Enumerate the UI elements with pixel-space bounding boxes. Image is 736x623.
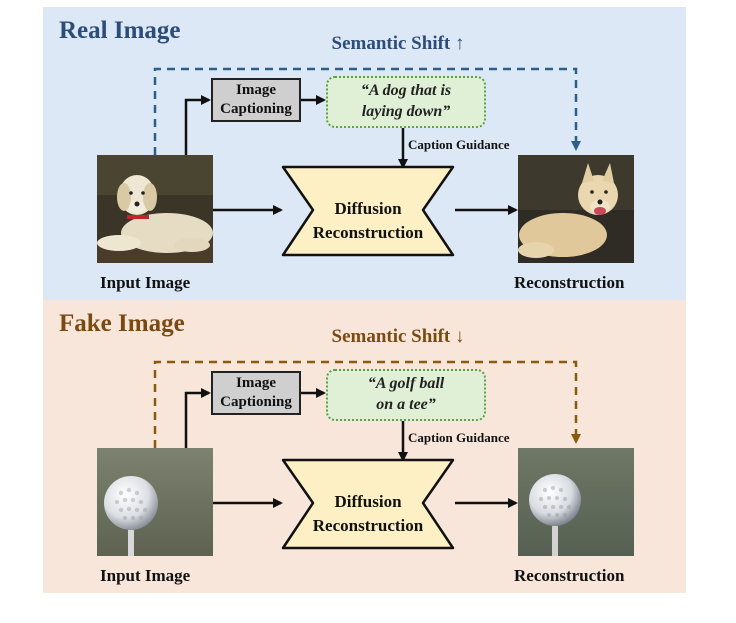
diffusion-label-line: Diffusion [334, 199, 402, 218]
reconstruction-label: Reconstruction [514, 273, 625, 292]
diffusion-label-line: Reconstruction [312, 515, 424, 535]
captioning-label-line: Image [235, 375, 276, 392]
captioning-label-line: Image [235, 82, 276, 99]
input-image-label: Input Image [100, 566, 191, 585]
semantic-shift-arrow [153, 67, 581, 155]
diffusion-block [281, 458, 455, 550]
panel-title: Real Image [59, 17, 181, 44]
diffusion-label-line: Reconstruction [312, 222, 424, 242]
semantic-shift-arrow [153, 360, 581, 448]
caption-text-box: “A golf ball on a tee” [326, 369, 486, 421]
semantic-shift-label: Semantic Shift ↓ [331, 326, 465, 347]
reconstruction-label: Reconstruction [514, 566, 625, 585]
reconstructed-golf-ball-image [518, 448, 634, 556]
input-dog-image [97, 155, 213, 263]
caption-line: laying down” [361, 103, 451, 120]
semantic-shift-label: Semantic Shift ↑ [331, 33, 465, 54]
captioning-label-line: Captioning [220, 101, 292, 117]
caption-text-box: “A dog that is laying down” [326, 76, 486, 128]
caption-guidance-label: Caption Guidance [408, 430, 510, 445]
caption-guidance-label: Caption Guidance [408, 137, 510, 152]
input-to-captioning-arrow [184, 95, 211, 155]
caption-line: “A dog that is [360, 82, 452, 100]
flow-arrows [153, 67, 581, 257]
caption-line: “A golf ball [367, 375, 445, 393]
input-golf-ball-image [97, 448, 213, 556]
caption-line: on a tee” [376, 396, 436, 413]
input-image-label: Input Image [100, 273, 191, 292]
input-to-captioning-arrow [184, 388, 211, 448]
diffusion-block [281, 165, 455, 257]
reconstructed-dog-image [518, 155, 634, 263]
flow-arrows [153, 360, 581, 550]
panel-title: Fake Image [59, 310, 185, 337]
captioning-label-line: Captioning [220, 394, 292, 410]
diffusion-label-line: Diffusion [334, 492, 402, 511]
